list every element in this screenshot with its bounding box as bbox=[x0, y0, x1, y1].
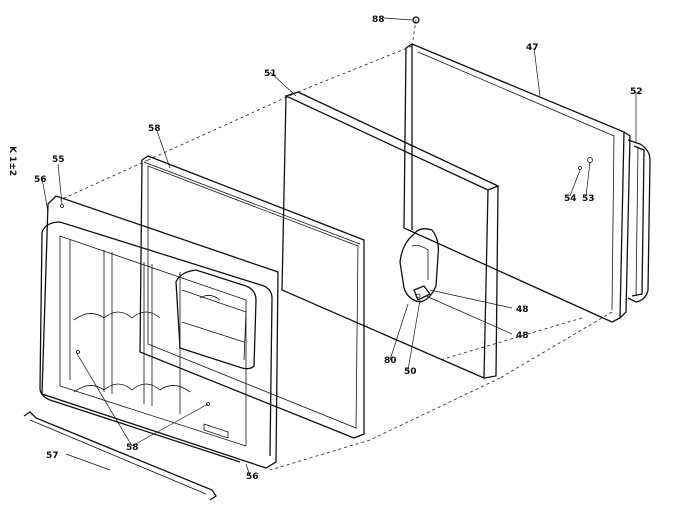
side-mark: K 1±2 bbox=[7, 146, 17, 176]
label-51: 51 bbox=[264, 69, 277, 79]
door-handle bbox=[627, 139, 651, 303]
label-53: 53 bbox=[582, 194, 595, 204]
label-88: 88 bbox=[372, 15, 385, 25]
outer-door-panel bbox=[403, 43, 631, 323]
door-gasket bbox=[139, 155, 365, 439]
door-shelf-bar bbox=[23, 411, 217, 501]
side-mark-text: K 1±2 bbox=[7, 146, 17, 176]
door-switch-assembly bbox=[399, 228, 440, 303]
label-55: 55 bbox=[52, 155, 65, 165]
top-screw bbox=[412, 16, 420, 24]
inner-door-liner bbox=[39, 195, 279, 469]
label-58-screws: 58 bbox=[126, 443, 139, 453]
part-labels: 88 47 51 52 58 55 56 54 53 48 48 80 50 5… bbox=[34, 15, 643, 482]
label-57: 57 bbox=[46, 451, 59, 461]
label-48-lower: 48 bbox=[516, 331, 529, 341]
label-56-top: 56 bbox=[34, 175, 47, 185]
label-47: 47 bbox=[526, 43, 539, 53]
label-52: 52 bbox=[630, 87, 643, 97]
label-50: 50 bbox=[404, 367, 417, 377]
label-56-bottom: 56 bbox=[246, 472, 259, 482]
alignment-lines bbox=[59, 19, 613, 471]
insulation-block bbox=[281, 91, 500, 379]
label-48-upper: 48 bbox=[516, 305, 529, 315]
handle-screws bbox=[578, 157, 593, 170]
label-54: 54 bbox=[564, 194, 577, 204]
label-80: 80 bbox=[384, 356, 397, 366]
label-58-gasket: 58 bbox=[148, 124, 161, 134]
leader-lines bbox=[41, 17, 637, 477]
